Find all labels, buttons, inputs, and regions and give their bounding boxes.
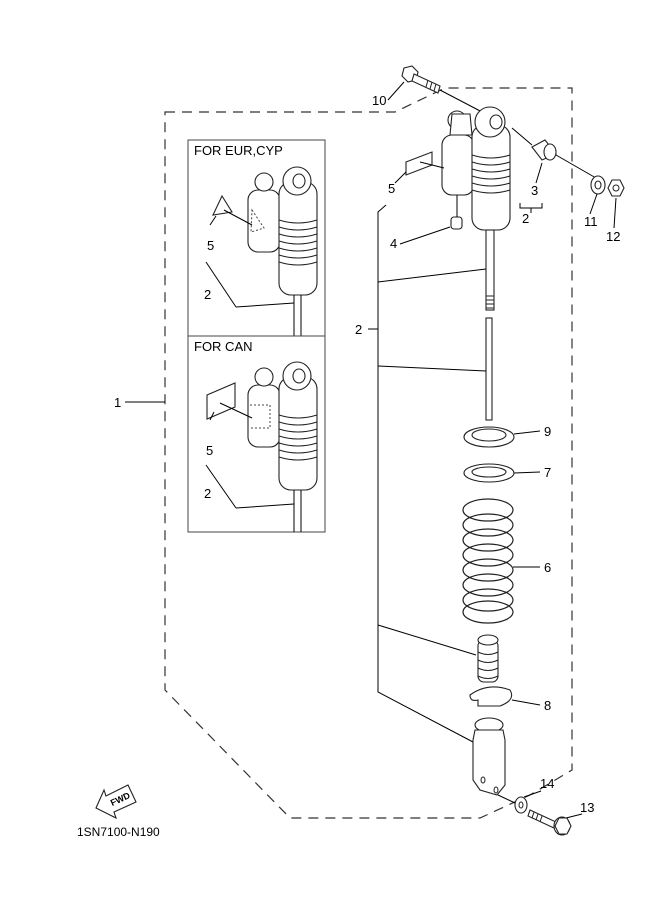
callout-7: 7 [544, 465, 551, 480]
callout-2-sub: 2 [522, 211, 529, 226]
drawing-code: 1SN7100-N190 [77, 825, 160, 839]
inset-can: FOR CAN 5 2 [187, 335, 326, 533]
spring-guide-8 [469, 686, 513, 707]
callout-10: 10 [372, 93, 386, 108]
spring-seat-9 [463, 426, 515, 448]
spring-6 [462, 498, 514, 624]
callout-11: 11 [584, 214, 598, 229]
inset-eur-cyp: FOR EUR,CYP 5 2 [187, 139, 326, 337]
callout-14: 14 [540, 776, 554, 791]
callout-2: 2 [355, 322, 362, 337]
inset-title-eur-cyp: FOR EUR,CYP [194, 143, 283, 158]
locknut-7 [463, 463, 515, 483]
collar-3 [511, 127, 597, 179]
lower-clevis [472, 717, 506, 796]
callout-6: 6 [544, 560, 551, 575]
inset2-callout-5: 5 [206, 443, 213, 458]
callout-5: 5 [388, 181, 395, 196]
callout-1: 1 [114, 395, 121, 410]
inset1-callout-5: 5 [207, 238, 214, 253]
fwd-arrow-icon: FWD [95, 784, 137, 820]
assembly-boundary [164, 87, 573, 819]
callout-3: 3 [531, 183, 538, 198]
callout-8: 8 [544, 698, 551, 713]
inset1-callout-2: 2 [204, 287, 211, 302]
bolt-13 [527, 809, 572, 836]
shock-absorber-main: 10 5 4 [355, 65, 625, 836]
callout-4: 4 [390, 236, 397, 251]
callout-12: 12 [606, 229, 620, 244]
bump-stopper [477, 634, 499, 683]
washer-14 [514, 796, 528, 814]
inset2-callout-2: 2 [204, 486, 211, 501]
inset-title-can: FOR CAN [194, 339, 253, 354]
callout-9: 9 [544, 424, 551, 439]
callout-13: 13 [580, 800, 594, 815]
